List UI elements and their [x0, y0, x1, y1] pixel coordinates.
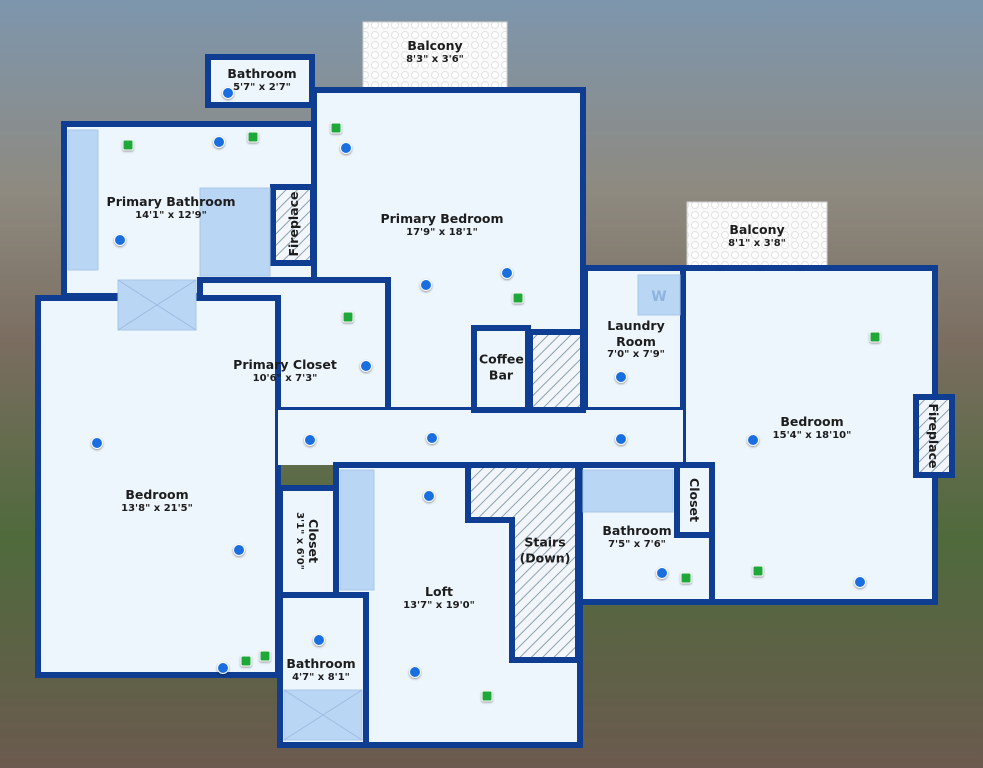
- left-closet-floor: [277, 485, 339, 598]
- panorama-marker[interactable]: [240, 655, 252, 667]
- room-label-closet-right: Closet: [686, 478, 702, 522]
- photo-marker[interactable]: [426, 432, 438, 444]
- panorama-marker[interactable]: [512, 292, 524, 304]
- vanity: [67, 129, 99, 271]
- photo-marker[interactable]: [854, 576, 866, 588]
- photo-marker[interactable]: [114, 234, 126, 246]
- photo-marker[interactable]: [615, 433, 627, 445]
- loft-counter: [339, 469, 375, 591]
- panorama-marker[interactable]: [680, 572, 692, 584]
- panorama-marker[interactable]: [869, 331, 881, 343]
- left-bedroom-floor: [35, 295, 281, 678]
- room-label-stairs: Stairs (Down): [519, 534, 571, 565]
- bathroom-top-floor: [205, 54, 315, 108]
- balcony-top-floor: [362, 21, 508, 89]
- washer: [637, 274, 681, 316]
- photo-marker[interactable]: [360, 360, 372, 372]
- photo-marker[interactable]: [615, 371, 627, 383]
- panorama-marker[interactable]: [330, 122, 342, 134]
- panorama-marker[interactable]: [122, 139, 134, 151]
- tub-right: [582, 469, 674, 513]
- photo-marker[interactable]: [747, 434, 759, 446]
- photo-marker[interactable]: [217, 662, 229, 674]
- room-label-coffee-bar: Coffee Bar: [479, 351, 524, 382]
- photo-marker[interactable]: [409, 666, 421, 678]
- fireplace-primary: [270, 184, 316, 266]
- stairs: [465, 462, 581, 663]
- coffee-bar-floor: [471, 325, 531, 413]
- panorama-marker[interactable]: [342, 311, 354, 323]
- photo-marker[interactable]: [213, 136, 225, 148]
- photo-marker[interactable]: [501, 267, 513, 279]
- room-label-fireplace-primary: Fireplace: [286, 191, 302, 257]
- balcony-right-floor: [686, 201, 828, 269]
- right-closet-floor: [674, 462, 715, 538]
- panorama-marker[interactable]: [481, 690, 493, 702]
- coffee-bar-hatch: [527, 329, 586, 413]
- panorama-marker[interactable]: [752, 565, 764, 577]
- room-label-fireplace-right: Fireplace: [925, 403, 941, 469]
- photo-marker[interactable]: [423, 490, 435, 502]
- photo-marker[interactable]: [340, 142, 352, 154]
- panorama-marker[interactable]: [247, 131, 259, 143]
- fireplace-right: [913, 394, 955, 478]
- photo-marker[interactable]: [304, 434, 316, 446]
- tub: [199, 187, 271, 277]
- panorama-marker[interactable]: [259, 650, 271, 662]
- photo-marker[interactable]: [313, 634, 325, 646]
- photo-marker[interactable]: [222, 87, 234, 99]
- photo-marker[interactable]: [91, 437, 103, 449]
- photo-marker[interactable]: [420, 279, 432, 291]
- washer-label: W: [651, 289, 666, 305]
- photo-marker[interactable]: [233, 544, 245, 556]
- photo-marker[interactable]: [656, 567, 668, 579]
